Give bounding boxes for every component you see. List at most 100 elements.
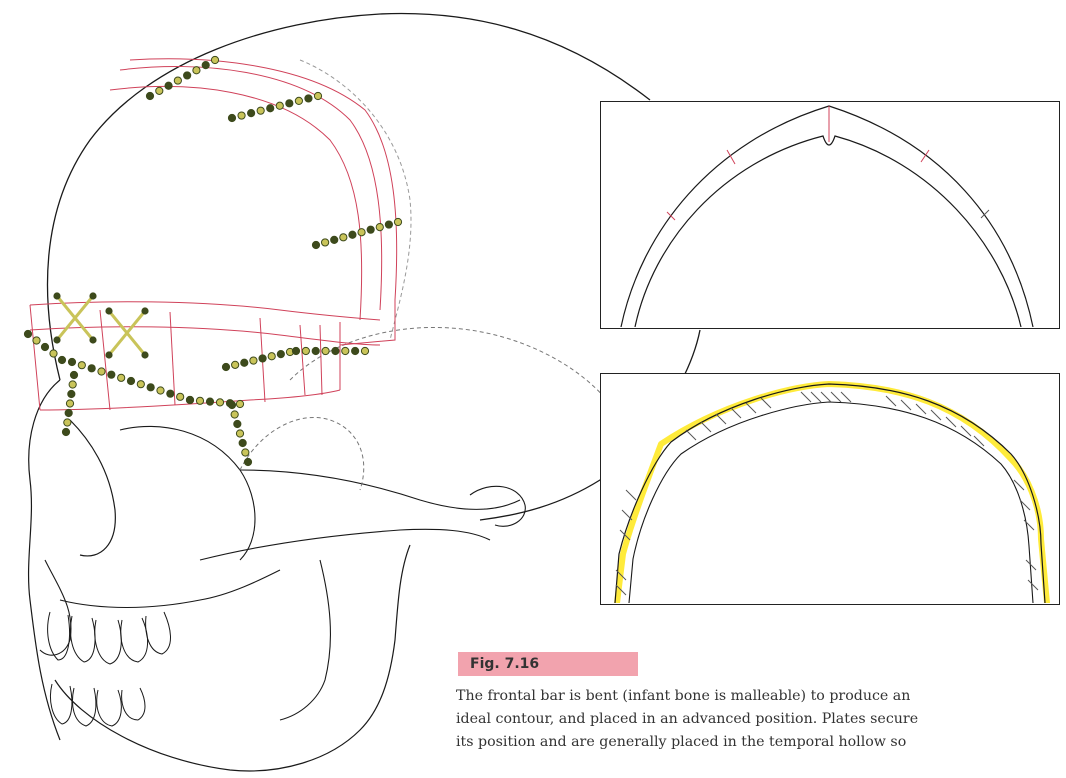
plate-screw <box>376 224 383 231</box>
plate-screw <box>276 102 283 109</box>
plate-screw <box>302 347 309 354</box>
plate-screw <box>24 330 31 337</box>
plate-screw <box>342 347 349 354</box>
plate-screw <box>88 365 95 372</box>
plate-screw <box>358 229 365 236</box>
sphenoid-dashed <box>240 417 364 490</box>
plate-screw <box>314 92 321 99</box>
plate-screw <box>241 359 248 366</box>
plate-screw <box>234 420 241 427</box>
plate-screw <box>146 92 153 99</box>
plate-screw <box>367 226 374 233</box>
plate-screw <box>69 381 76 388</box>
plate-screw <box>78 362 85 369</box>
plate-screw <box>50 350 57 357</box>
plate-screw <box>268 353 275 360</box>
screw-tick <box>761 398 771 408</box>
mandible-ramus <box>280 560 330 720</box>
plate-screw <box>137 381 144 388</box>
plate-screw <box>89 292 96 299</box>
maxilla <box>60 570 280 608</box>
plate-screw <box>244 458 251 465</box>
plate-screw <box>68 390 75 397</box>
screw-tick <box>974 436 984 446</box>
fixation-plates <box>24 56 401 465</box>
plate-screw <box>157 387 164 394</box>
plate-screw <box>236 430 243 437</box>
plate-screw <box>141 351 148 358</box>
plate-screw <box>361 347 368 354</box>
screw-tick <box>622 510 632 520</box>
ear-region <box>470 486 525 526</box>
plate-screw <box>141 307 148 314</box>
screw-tick <box>831 392 841 402</box>
caption-line: its position and are generally placed in… <box>456 731 1064 754</box>
plate-screw <box>394 218 401 225</box>
plate-screw <box>352 347 359 354</box>
screw-tick <box>746 403 756 413</box>
plate-screw <box>295 97 302 104</box>
screw-tick <box>716 414 726 424</box>
outer-contour-adv <box>615 384 1045 603</box>
caption-line: The frontal bar is bent (infant bone is … <box>456 685 1064 708</box>
screw-tick <box>801 392 811 402</box>
plate-screw <box>332 347 339 354</box>
plate-screw <box>147 384 154 391</box>
plate-screw <box>216 399 223 406</box>
plate-screw <box>108 371 115 378</box>
screw-tick <box>901 400 911 410</box>
face-outline <box>29 380 60 740</box>
plate-screw <box>331 236 338 243</box>
orbit-outline <box>70 420 115 556</box>
screw-tick <box>701 422 711 432</box>
plate-screw <box>196 397 203 404</box>
plate-screw <box>206 398 213 405</box>
plate-screw <box>41 343 48 350</box>
mandible <box>55 545 410 771</box>
upper-teeth <box>48 612 171 664</box>
plate-screw <box>62 428 69 435</box>
plate-screw <box>174 77 181 84</box>
plate-screw <box>68 358 75 365</box>
plate-screw <box>239 439 246 446</box>
screw-tick <box>931 410 941 420</box>
plate-screw <box>70 371 77 378</box>
screw-tick <box>811 392 821 402</box>
screw-tick <box>686 430 696 440</box>
plate-screw <box>222 363 229 370</box>
plate-screw <box>292 347 299 354</box>
plate-screw <box>186 396 193 403</box>
screw-marks <box>616 392 1038 595</box>
plate-screw <box>322 347 329 354</box>
plate-screw <box>312 241 319 248</box>
plate-screw <box>89 336 96 343</box>
plate-screw <box>250 357 257 364</box>
plate-screw <box>64 419 71 426</box>
nasal-aperture <box>40 560 71 655</box>
highlight-band-left <box>617 444 661 603</box>
plate-screw <box>238 112 245 119</box>
plate-screw <box>156 87 163 94</box>
plate-screw <box>305 95 312 102</box>
screw-tick <box>961 426 971 436</box>
plate-screw <box>312 347 319 354</box>
plate-screw <box>65 409 72 416</box>
inner-contour <box>635 136 1021 327</box>
plate-screw <box>385 221 392 228</box>
orbit-floor <box>120 426 255 560</box>
plate-screw <box>340 234 347 241</box>
plate-screw <box>53 336 60 343</box>
plate-screw <box>231 411 238 418</box>
plate-screw <box>248 110 255 117</box>
inset-original-contour <box>600 101 1060 329</box>
plate-screw <box>193 67 200 74</box>
screw-tick <box>886 396 896 406</box>
plate-screw <box>98 368 105 375</box>
plate-screw <box>267 105 274 112</box>
caption-line: ideal contour, and placed in an advanced… <box>456 708 1064 731</box>
plate-screw <box>349 231 356 238</box>
lower-teeth <box>50 684 145 726</box>
screw-tick <box>626 490 636 500</box>
plate-screw <box>58 356 65 363</box>
inset-advanced-contour <box>600 373 1060 605</box>
